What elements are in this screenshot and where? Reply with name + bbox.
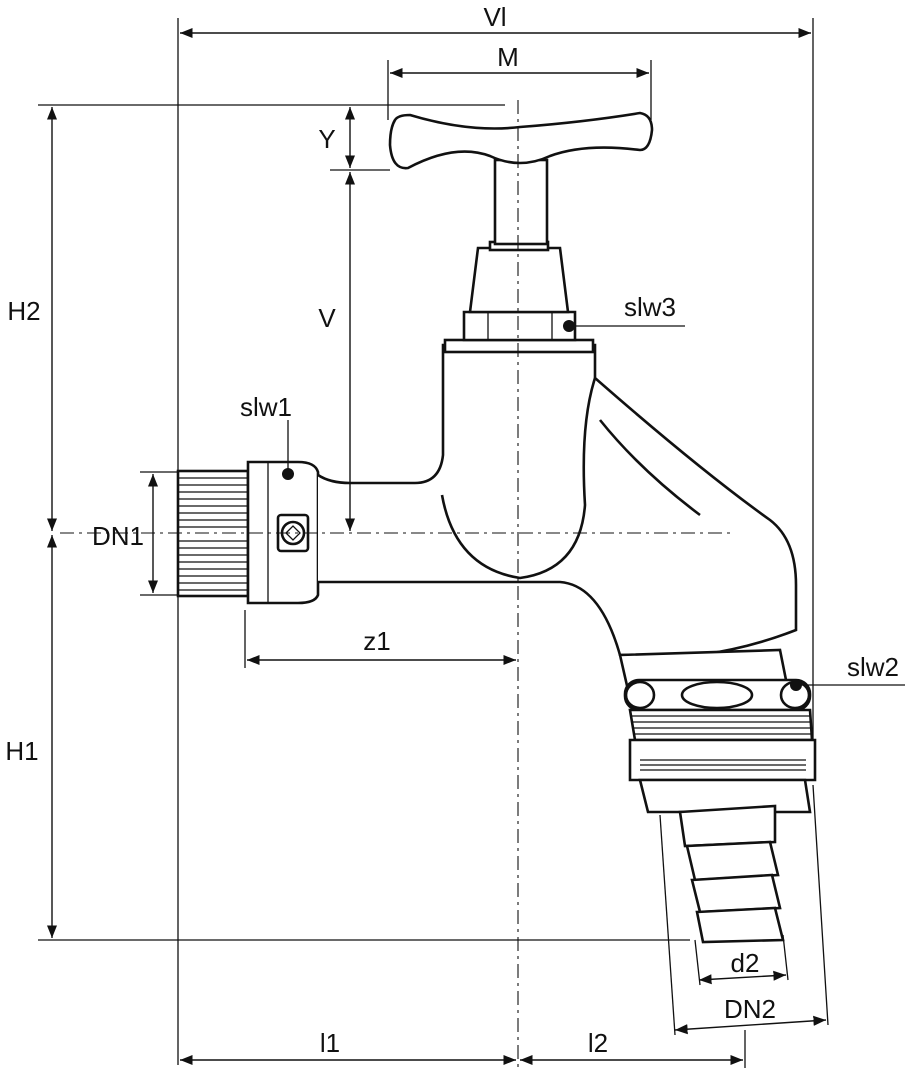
label-z1: z1 (363, 626, 390, 656)
label-vl: Vl (483, 2, 506, 32)
label-dn1: DN1 (92, 521, 144, 551)
center-lines (60, 100, 730, 1068)
label-l1: l1 (320, 1028, 340, 1058)
wrench-markers (282, 320, 905, 691)
label-v: V (318, 303, 336, 333)
dimension-lines (46, 27, 827, 1066)
label-slw1: slw1 (240, 392, 292, 422)
label-slw3: slw3 (624, 292, 676, 322)
label-h1: H1 (5, 736, 38, 766)
label-dn2: DN2 (724, 994, 776, 1024)
tap-body (176, 111, 817, 944)
label-y: Y (318, 124, 335, 154)
label-slw2: slw2 (847, 652, 899, 682)
label-h2: H2 (7, 296, 40, 326)
label-d2: d2 (731, 948, 760, 978)
label-l2: l2 (588, 1028, 608, 1058)
label-m: M (497, 42, 519, 72)
